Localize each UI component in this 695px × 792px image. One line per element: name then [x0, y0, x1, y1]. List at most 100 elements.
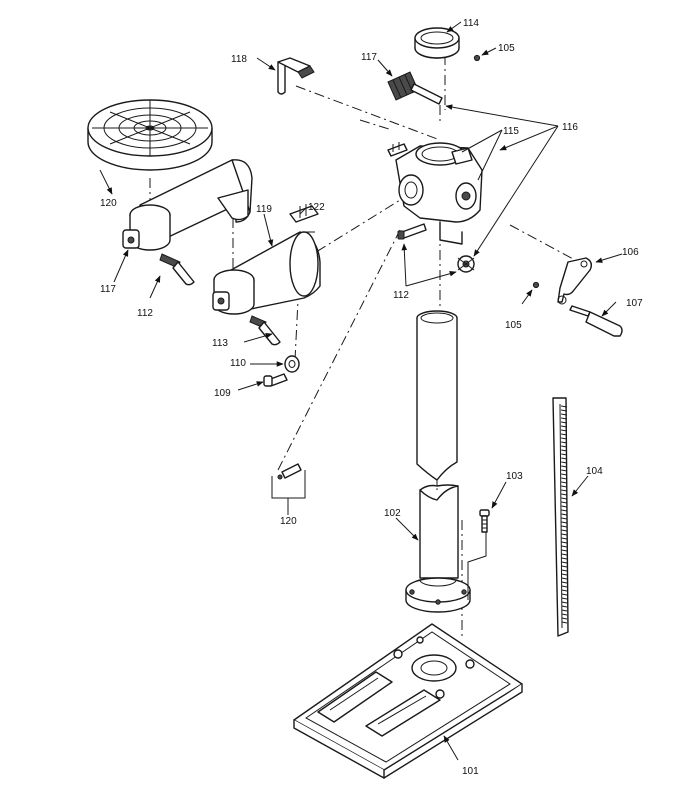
rack-tooth	[561, 461, 568, 464]
head-housing-part-109	[387, 142, 483, 273]
rack-tooth	[560, 405, 568, 408]
callout-119: 120	[100, 198, 117, 209]
callout-110: 116	[562, 122, 578, 133]
rack-tooth	[561, 509, 568, 512]
washer-part-115	[284, 355, 300, 373]
rack-tooth	[561, 549, 568, 552]
callout-117-lower: 113	[212, 338, 228, 349]
collar-part-108	[414, 27, 460, 59]
rack-tooth	[561, 477, 568, 480]
rack-tooth	[561, 425, 568, 428]
rack-tooth	[561, 501, 568, 504]
rack-tooth	[561, 505, 568, 508]
callout-114: 109	[214, 388, 231, 399]
shaft-part-111	[387, 71, 443, 105]
callout-105-top: 105	[498, 43, 515, 54]
rack-tooth	[561, 469, 568, 472]
bolt-part-114	[263, 373, 288, 387]
rack-tooth	[561, 565, 568, 568]
callout-113: 118	[231, 54, 247, 65]
rack-tooth	[561, 493, 568, 496]
head-casting-part-116	[212, 231, 321, 315]
locking-handle-part-117-lower	[249, 315, 281, 346]
rack-tooth	[561, 617, 568, 620]
rack-tooth	[561, 441, 568, 444]
rack-tooth	[561, 481, 568, 484]
screw-part-105-right	[532, 281, 540, 289]
rack-tooth	[561, 573, 568, 576]
rack-tooth	[561, 589, 568, 592]
callout-120: 120	[280, 516, 297, 527]
rack-tooth	[561, 453, 568, 456]
callout-115: 110	[230, 358, 246, 369]
rack-tooth	[561, 429, 568, 432]
rack-tooth	[561, 577, 568, 580]
callout-111: 117	[361, 52, 377, 63]
rack-tooth	[561, 517, 568, 520]
rack-tooth	[561, 485, 568, 488]
rack-tooth	[560, 409, 568, 412]
pins-part-112	[397, 223, 427, 240]
rack-tooth	[561, 457, 568, 460]
rack-tooth	[561, 621, 568, 624]
rack-tooth	[561, 561, 568, 564]
callout-108: 114	[463, 18, 479, 29]
rack-tooth	[561, 609, 568, 612]
rack-tooth	[561, 449, 568, 452]
callout-102: 102	[384, 508, 401, 519]
rack-tooth	[561, 537, 568, 540]
locking-handle-part-117-upper	[159, 253, 195, 286]
rack-tooth	[561, 497, 568, 500]
rack-tooth	[560, 413, 568, 416]
rack-tooth	[561, 585, 568, 588]
callout-104: 104	[586, 466, 603, 477]
screw-part-105-top	[473, 54, 481, 62]
leader-arrows	[99, 21, 623, 761]
bolt-part-103	[479, 509, 490, 533]
callout-101: 101	[462, 766, 479, 777]
rack-tooth	[561, 473, 568, 476]
rack-tooth	[561, 445, 568, 448]
rack-tooth	[561, 533, 568, 536]
callout-103: 103	[506, 471, 523, 482]
rack-tooth	[561, 521, 568, 524]
callout-105-right: 105	[505, 320, 522, 331]
rack-tooth	[561, 541, 568, 544]
column-support-part-102	[405, 484, 471, 613]
column-tube	[416, 310, 458, 481]
rack-tooth	[561, 601, 568, 604]
handle-part-107	[569, 305, 623, 337]
rack-tooth	[561, 433, 568, 436]
callout-labels: 114 105 117 118 115 116 120 122 119 106 …	[100, 18, 643, 777]
rack-tooth	[561, 593, 568, 596]
rack-tooth	[561, 553, 568, 556]
rack-tooth	[561, 489, 568, 492]
rack-tooth	[561, 569, 568, 572]
set-screw-part-120	[271, 463, 306, 499]
rack-tooth	[561, 437, 568, 440]
base-part-101	[293, 623, 523, 779]
table-part-119	[87, 99, 213, 171]
crank-part-106	[557, 257, 593, 305]
rack-tooth	[561, 613, 568, 616]
rack-tooth	[560, 417, 568, 420]
rack-tooth	[560, 421, 568, 424]
rack-tooth	[561, 525, 568, 528]
rack-tooth	[561, 597, 568, 600]
callout-107: 107	[626, 298, 643, 309]
pin-part-113	[277, 57, 315, 95]
rack-tooth	[561, 545, 568, 548]
callout-106: 106	[622, 247, 639, 258]
rack-tooth	[561, 513, 568, 516]
rack-tooth	[561, 465, 568, 468]
table-bracket-part-118	[122, 159, 253, 251]
rack-tooth	[561, 605, 568, 608]
callout-118: 117	[100, 284, 116, 295]
callout-109: 115	[503, 126, 519, 137]
rack-tooth	[561, 581, 568, 584]
callout-117-upper: 112	[137, 308, 153, 319]
callout-122: 122	[308, 202, 325, 213]
callout-116: 119	[256, 204, 272, 215]
rack-part-104	[552, 397, 569, 637]
